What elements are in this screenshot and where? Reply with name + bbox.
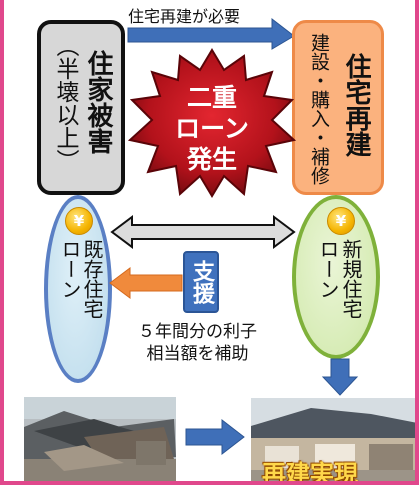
support-label: 支援 bbox=[189, 260, 214, 304]
rebuild-methods-note: 建設・購入・補修 bbox=[308, 33, 330, 185]
need-rebuild-label: 住宅再建が必要 bbox=[128, 7, 241, 26]
rebuild-progress-arrow bbox=[185, 418, 245, 456]
new-loan-ellipse: ¥ 新規住宅 ローン bbox=[292, 195, 380, 359]
support-box: 支援 bbox=[183, 251, 219, 313]
yen-coin-icon: ¥ bbox=[327, 207, 355, 235]
house-damage-title: 住家被害 bbox=[83, 50, 113, 154]
housing-rebuild-title: 住宅再建 bbox=[341, 53, 371, 157]
existing-loan-ellipse: ¥ 既存住宅 ローン bbox=[44, 195, 112, 383]
double-headed-arrow bbox=[110, 215, 296, 249]
new-loan-label-col2: ローン bbox=[316, 239, 340, 299]
subsidy-arrow bbox=[109, 267, 183, 299]
down-arrow bbox=[321, 358, 359, 396]
house-damage-box: （半壊以上） 住家被害 bbox=[37, 20, 125, 195]
damaged-house-photo bbox=[24, 397, 176, 481]
existing-loan-label-col2: ローン bbox=[58, 239, 82, 299]
double-loan-burst bbox=[128, 48, 296, 198]
housing-rebuild-box: 建設・購入・補修 住宅再建 bbox=[292, 20, 384, 195]
double-loan-text: 二重 ローン 発生 bbox=[175, 83, 249, 174]
need-rebuild-arrow bbox=[127, 17, 295, 50]
rebuild-realized-label: 再建実現 bbox=[262, 460, 358, 485]
yen-coin-icon: ¥ bbox=[65, 207, 93, 235]
rebuilt-house-photo bbox=[251, 398, 415, 481]
subsidy-text: ５年間分の利子 相当額を補助 bbox=[138, 322, 257, 364]
new-loan-label-col1: 新規住宅 bbox=[339, 239, 363, 319]
damage-note: （半壊以上） bbox=[52, 34, 78, 172]
existing-loan-label-col1: 既存住宅 bbox=[80, 239, 104, 319]
